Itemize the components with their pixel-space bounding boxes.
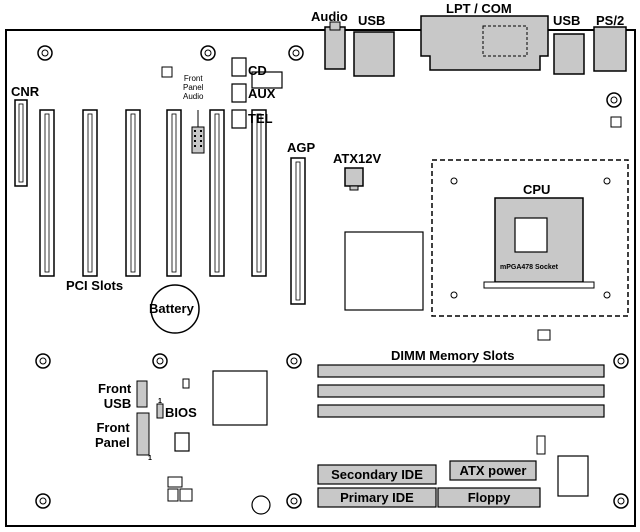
small-component-7 — [536, 435, 546, 455]
audio-connector — [324, 26, 346, 70]
secondary-ide-label: Secondary IDE — [331, 467, 423, 482]
mounting-holes — [35, 45, 629, 509]
tel-connector — [231, 109, 247, 129]
cpu-label: CPU — [523, 182, 551, 197]
lpt-com-label: LPT / COM — [446, 1, 512, 16]
cpu-socket-lever — [483, 281, 595, 289]
agp-slot — [290, 157, 306, 305]
atx-power-label: ATX power — [459, 463, 527, 478]
ps2-label: PS/2 — [596, 13, 625, 28]
front-panel-label: Front Panel — [95, 420, 130, 450]
bios-pin-label: 1 — [158, 398, 162, 405]
front-panel-pin-label: 1 — [148, 455, 152, 462]
pci-slots — [39, 109, 267, 277]
southbridge-chip — [212, 370, 268, 426]
tel-label: TEL — [248, 111, 273, 126]
socket-label: mPGA478 Socket — [500, 264, 558, 271]
secondary-ide-box — [317, 464, 437, 485]
primary-ide-box — [317, 487, 437, 508]
usb-top-connector — [353, 31, 395, 77]
bios-chip — [174, 432, 190, 452]
floppy-label: Floppy — [467, 490, 511, 505]
bios-jumper — [156, 403, 164, 419]
atx-power-box — [449, 460, 537, 481]
front-usb-label: Front USB — [98, 381, 132, 411]
northbridge-chip — [344, 231, 424, 311]
audio-label: Audio — [311, 9, 348, 24]
small-component-8 — [557, 455, 589, 497]
small-component-5 — [167, 488, 179, 502]
aux-connector — [231, 83, 247, 103]
ps2-connector — [593, 26, 627, 72]
battery-label: Battery — [149, 301, 194, 316]
front-panel-header — [136, 412, 150, 456]
usb-right-label: USB — [553, 13, 581, 28]
dimm-label: DIMM Memory Slots — [391, 348, 515, 363]
front-panel-audio-label: Front Panel Audio — [183, 74, 204, 102]
small-component — [161, 66, 173, 78]
small-component-6 — [179, 488, 193, 502]
front-panel-audio-header — [191, 126, 205, 154]
cnr-slot — [14, 99, 28, 187]
cpu-area-outline — [431, 159, 629, 317]
audio-jack-top — [329, 21, 341, 31]
aux-label: AUX — [248, 86, 276, 101]
usb-top-label: USB — [358, 13, 386, 28]
agp-label: AGP — [287, 140, 316, 155]
cd-connector — [231, 57, 247, 77]
primary-ide-label: Primary IDE — [340, 490, 414, 505]
floppy-box — [437, 487, 541, 508]
pci-slots-label: PCI Slots — [66, 278, 124, 293]
front-usb-header — [136, 380, 148, 408]
cpu-mount-holes — [450, 177, 611, 299]
buzzer — [251, 495, 271, 515]
cnr-label: CNR — [11, 84, 40, 99]
small-component-3 — [610, 116, 622, 128]
atx12v-label: ATX12V — [333, 151, 382, 166]
com-dashed-outline — [482, 25, 528, 57]
atx12v-connector — [344, 167, 364, 187]
cd-label: CD — [248, 63, 267, 78]
dimm-slots — [317, 364, 605, 418]
small-component-4 — [167, 476, 183, 488]
bios-label: BIOS — [165, 405, 197, 420]
small-chip — [182, 378, 190, 389]
lpt-com-connector — [420, 15, 549, 71]
cpu-socket-center — [514, 217, 548, 253]
small-component-2 — [537, 329, 551, 341]
battery — [150, 284, 200, 334]
usb-right-connector — [553, 33, 585, 75]
